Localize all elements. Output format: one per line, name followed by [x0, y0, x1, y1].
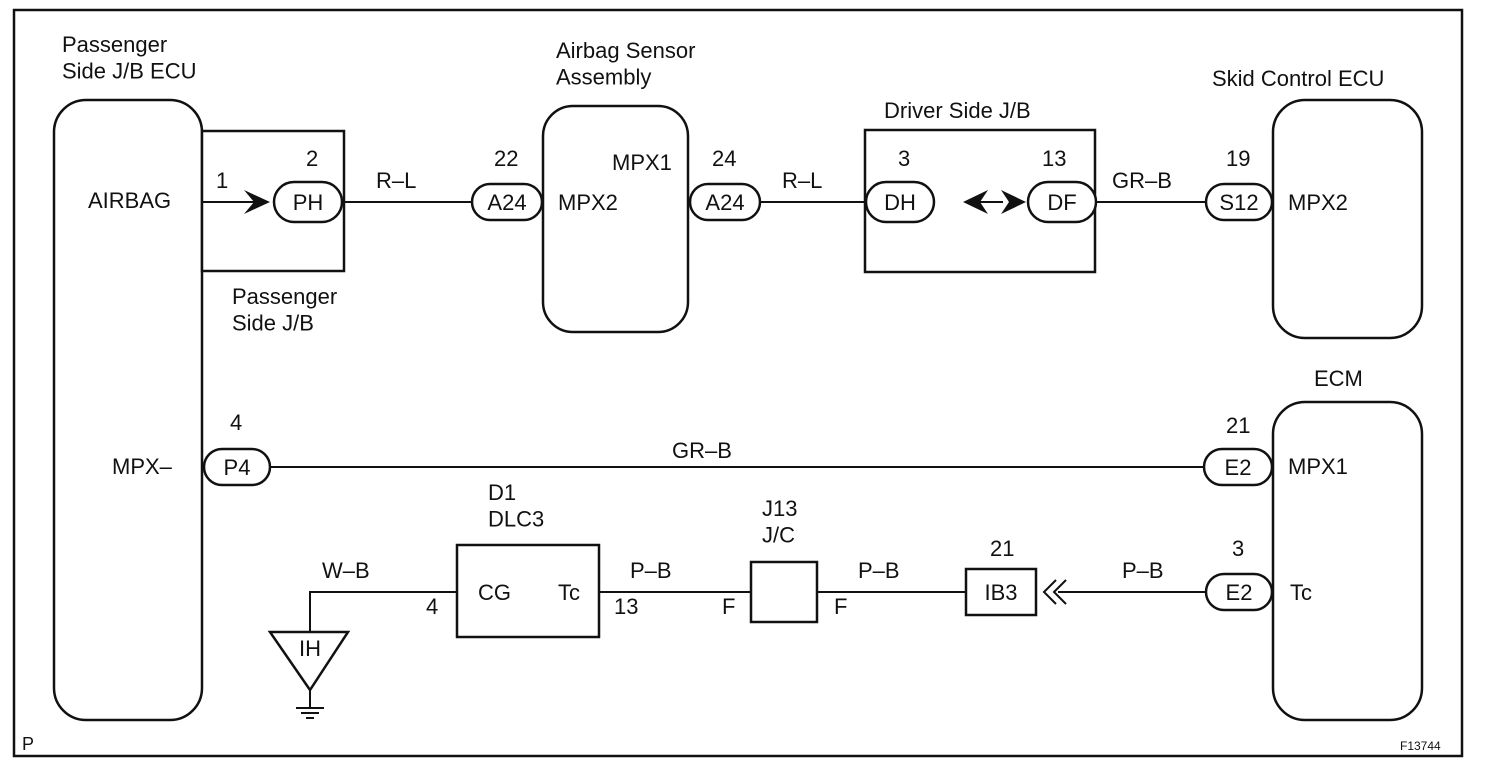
label-dh: DH — [884, 190, 916, 215]
pin-22: 22 — [494, 146, 518, 171]
wire-color-grb-1: GR–B — [1112, 168, 1172, 193]
terminal-tc-dlc: Tc — [558, 580, 580, 605]
skid-ecu-title: Skid Control ECU — [1212, 66, 1384, 91]
ih-ground-triangle — [267, 630, 351, 693]
a24-in-connector — [470, 182, 544, 222]
wire-color-pb-3: P–B — [1122, 558, 1164, 583]
figure-id: F13744 — [1400, 739, 1441, 753]
label-a24-in: A24 — [487, 190, 526, 215]
label-e2-bottom: E2 — [1226, 580, 1253, 605]
diagram-frame — [12, 8, 1464, 758]
arrow-ib3-double — [1042, 579, 1057, 605]
label-df: DF — [1047, 190, 1076, 215]
label-s12: S12 — [1219, 190, 1258, 215]
p4-connector — [202, 447, 272, 487]
terminal-mpx2-skid: MPX2 — [1288, 190, 1348, 215]
pin-13-dlc: 13 — [614, 594, 638, 619]
label-a24-out: A24 — [705, 190, 744, 215]
ecm-title: ECM — [1314, 366, 1363, 391]
arrow-dh-in — [963, 190, 988, 214]
pin-3-driver: 3 — [898, 146, 910, 171]
jc-box — [749, 560, 819, 624]
wire-color-pb-2: P–B — [858, 558, 900, 583]
terminal-cg: CG — [478, 580, 511, 605]
e2-top-connector — [1202, 447, 1274, 487]
driver-jb-title: Driver Side J/B — [884, 98, 1031, 123]
dh-connector — [864, 180, 936, 224]
pin-24: 24 — [712, 146, 736, 171]
arrow-ib3-double-2 — [1052, 579, 1067, 605]
label-ph: PH — [293, 190, 324, 215]
label-ih: IH — [299, 636, 321, 661]
arrow-airbag-out — [244, 190, 270, 214]
terminal-mpx1-ecm: MPX1 — [1288, 454, 1348, 479]
df-connector — [1026, 180, 1098, 224]
terminal-mpx1-sensor: MPX1 — [612, 150, 672, 175]
terminal-mpx-minus: MPX– — [112, 454, 173, 479]
pin-19: 19 — [1226, 146, 1250, 171]
terminal-mpx2-sensor: MPX2 — [558, 190, 618, 215]
wire-color-rl-2: R–L — [782, 168, 822, 193]
passenger-jb-ecu-box — [52, 98, 204, 722]
ib3-box — [964, 567, 1038, 617]
page-mark: P — [22, 734, 34, 754]
pin-f-left: F — [722, 594, 735, 619]
a24-out-connector — [688, 182, 762, 222]
label-ib3: IB3 — [984, 580, 1017, 605]
e2-bottom-connector — [1204, 572, 1274, 612]
pin-21-ecm: 21 — [1226, 413, 1250, 438]
label-p4: P4 — [224, 455, 251, 480]
pin-4-dlc: 4 — [426, 594, 438, 619]
s12-connector — [1204, 182, 1274, 222]
ph-connector — [272, 180, 344, 224]
pin-3-ecm: 3 — [1232, 536, 1244, 561]
terminal-tc-ecm: Tc — [1290, 580, 1312, 605]
terminal-airbag: AIRBAG — [88, 188, 171, 213]
ecm-box — [1271, 400, 1424, 722]
pin-13-driver: 13 — [1042, 146, 1066, 171]
wire-color-rl-1: R–L — [376, 168, 416, 193]
wire-color-grb-2: GR–B — [672, 438, 732, 463]
pin-1: 1 — [216, 168, 228, 193]
pin-21-ib3: 21 — [990, 536, 1014, 561]
airbag-sensor-box — [541, 104, 690, 334]
wire-color-pb-1: P–B — [630, 558, 672, 583]
dlc3-box — [455, 543, 601, 639]
skid-control-ecu-box — [1271, 98, 1424, 340]
label-e2-top: E2 — [1225, 455, 1252, 480]
arrow-df-in — [1001, 190, 1026, 214]
pin-f-right: F — [834, 594, 847, 619]
wire-color-wb: W–B — [322, 558, 370, 583]
wire-ground-cg — [309, 591, 457, 632]
pin-2: 2 — [306, 146, 318, 171]
pin-4-pass: 4 — [230, 410, 242, 435]
